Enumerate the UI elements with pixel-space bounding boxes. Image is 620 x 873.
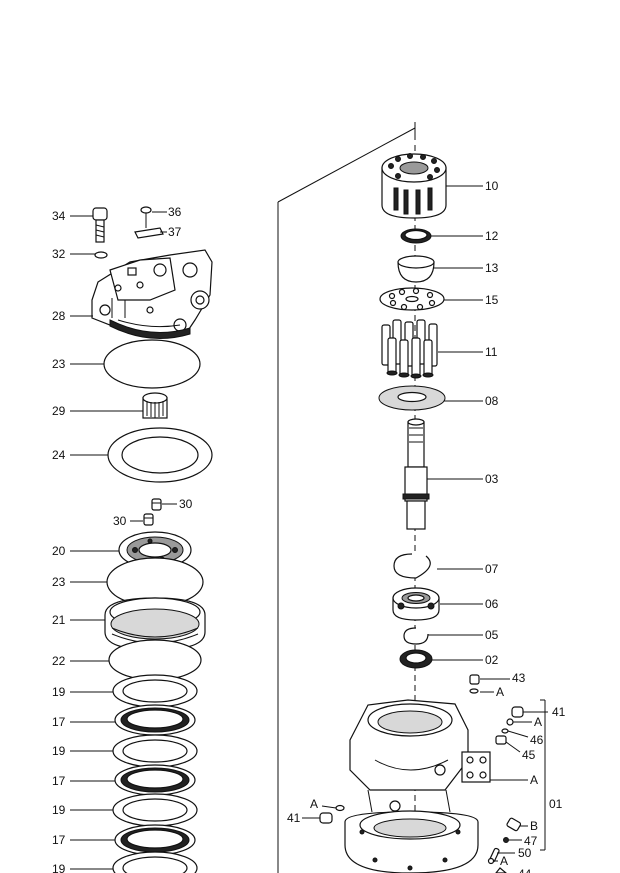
label-08: 08 xyxy=(485,394,499,408)
piston-assembly-part xyxy=(381,319,438,379)
label-a-3: A xyxy=(530,773,538,787)
label-43: 43 xyxy=(512,671,526,685)
label-44: 44 xyxy=(518,867,532,873)
valve-cover-part xyxy=(91,249,213,339)
label-30-lower: 30 xyxy=(113,514,127,528)
brake-piston-part xyxy=(118,531,192,569)
o-ring-part xyxy=(103,339,201,389)
label-50: 50 xyxy=(518,846,532,860)
housing-part xyxy=(344,699,491,873)
label-19-a: 19 xyxy=(52,685,66,699)
label-b: B xyxy=(530,819,538,833)
plate-part xyxy=(134,227,164,239)
shoe-plate-part xyxy=(378,385,446,411)
label-07: 07 xyxy=(485,562,499,576)
label-06: 06 xyxy=(485,597,499,611)
roller-bearing-part xyxy=(392,587,440,621)
relief-valve-fittings xyxy=(495,706,524,745)
pin-part xyxy=(140,206,152,228)
label-17-b: 17 xyxy=(52,774,66,788)
label-23-upper: 23 xyxy=(52,357,66,371)
label-19-d: 19 xyxy=(52,862,66,873)
label-12: 12 xyxy=(485,229,499,243)
spherical-bush-part xyxy=(397,255,435,283)
label-02: 02 xyxy=(485,653,499,667)
spring-ring-part xyxy=(400,228,432,244)
label-37: 37 xyxy=(168,225,182,239)
label-30-upper: 30 xyxy=(179,497,193,511)
label-03: 03 xyxy=(485,472,499,486)
plug-part-lower xyxy=(143,513,154,526)
label-10: 10 xyxy=(485,179,499,193)
label-a-1: A xyxy=(496,685,504,699)
label-46: 46 xyxy=(530,733,544,747)
label-34: 34 xyxy=(52,209,66,223)
label-28: 28 xyxy=(52,309,66,323)
label-22: 22 xyxy=(52,654,66,668)
label-29: 29 xyxy=(52,404,66,418)
plug-43-part xyxy=(469,674,480,694)
label-45: 45 xyxy=(522,748,536,762)
label-20: 20 xyxy=(52,544,66,558)
drain-fittings xyxy=(487,817,522,873)
label-17-c: 17 xyxy=(52,833,66,847)
thrust-plate-part xyxy=(107,427,213,483)
retaining-ring-part xyxy=(403,627,429,645)
plate-stack xyxy=(112,674,198,873)
piston-part xyxy=(104,597,206,651)
label-36: 36 xyxy=(168,205,182,219)
label-47: 47 xyxy=(524,834,538,848)
o-ring-41-part xyxy=(335,804,345,812)
label-24: 24 xyxy=(52,448,66,462)
bracket-01 xyxy=(540,699,546,851)
cylinder-block-part xyxy=(381,153,447,219)
label-01: 01 xyxy=(549,797,563,811)
label-41-upper: 41 xyxy=(552,705,566,719)
label-41-lower: 41 xyxy=(287,811,301,825)
label-17-a: 17 xyxy=(52,715,66,729)
label-13: 13 xyxy=(485,261,499,275)
label-32: 32 xyxy=(52,247,66,261)
label-11: 11 xyxy=(485,345,498,359)
snap-ring-part xyxy=(393,553,431,579)
label-19-c: 19 xyxy=(52,803,66,817)
oil-seal-part xyxy=(399,649,433,669)
bolt-part xyxy=(92,207,108,243)
label-21: 21 xyxy=(52,613,66,627)
drive-shaft-part xyxy=(402,418,430,530)
label-a-4: A xyxy=(310,797,318,811)
backup-ring-part xyxy=(108,639,202,681)
plug-part-upper xyxy=(151,498,162,511)
label-15: 15 xyxy=(485,293,499,307)
label-a-5: A xyxy=(500,854,508,868)
label-05: 05 xyxy=(485,628,499,642)
plug-41-part xyxy=(319,812,333,824)
washer-part xyxy=(94,251,108,259)
needle-bearing-part xyxy=(142,392,168,419)
label-19-b: 19 xyxy=(52,744,66,758)
label-a-2: A xyxy=(534,715,542,729)
retainer-plate-part xyxy=(379,287,445,311)
label-23-lower: 23 xyxy=(52,575,66,589)
